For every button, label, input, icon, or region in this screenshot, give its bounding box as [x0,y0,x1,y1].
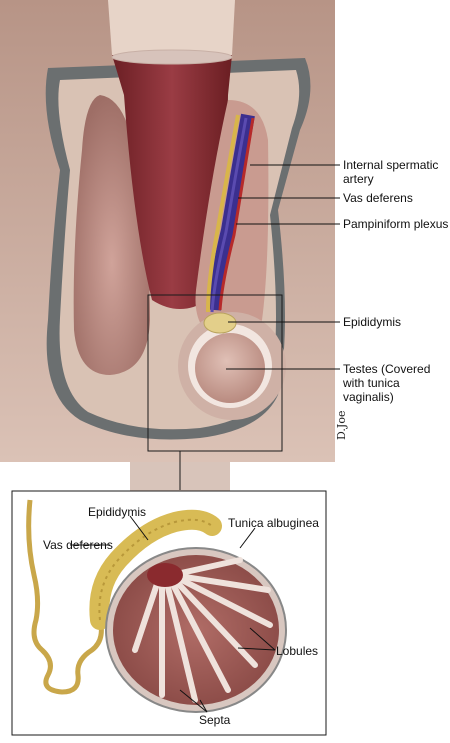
pampiniform-plexus [207,113,255,311]
inset-label-vas-deferens: Vas deferens [43,538,113,552]
inset-vas-deferens [26,499,104,695]
label-epididymis: Epididymis [343,315,402,329]
zoom-box [147,294,283,452]
label-vas-deferens: Vas deferens [343,191,413,205]
shaft-top [108,0,235,55]
mediastinum [147,563,183,587]
inset-label-tunica-albuginea: Tunica albuginea [228,516,319,530]
spermatic-artery [218,117,255,311]
inset-label-epididymis: Epididymis [88,505,147,519]
septa-group [132,557,273,703]
shaft-section [112,55,232,309]
inset-label-lobules: Lobules [276,644,319,658]
label-internal-spermatic-artery: Internal spermatic artery [343,158,439,186]
right-testis [195,333,265,403]
vas-deferens-top [206,114,240,313]
label-pampiniform-plexus: Pampiniform plexus [343,217,449,231]
inset-label-septa: Septa [199,713,231,727]
label-testes: Testes (Covered with tunica vaginalis) [343,362,431,404]
artist-signature: D.Joe [335,411,348,440]
epididymis-top [203,312,237,334]
shaft-cut-top [111,49,233,65]
